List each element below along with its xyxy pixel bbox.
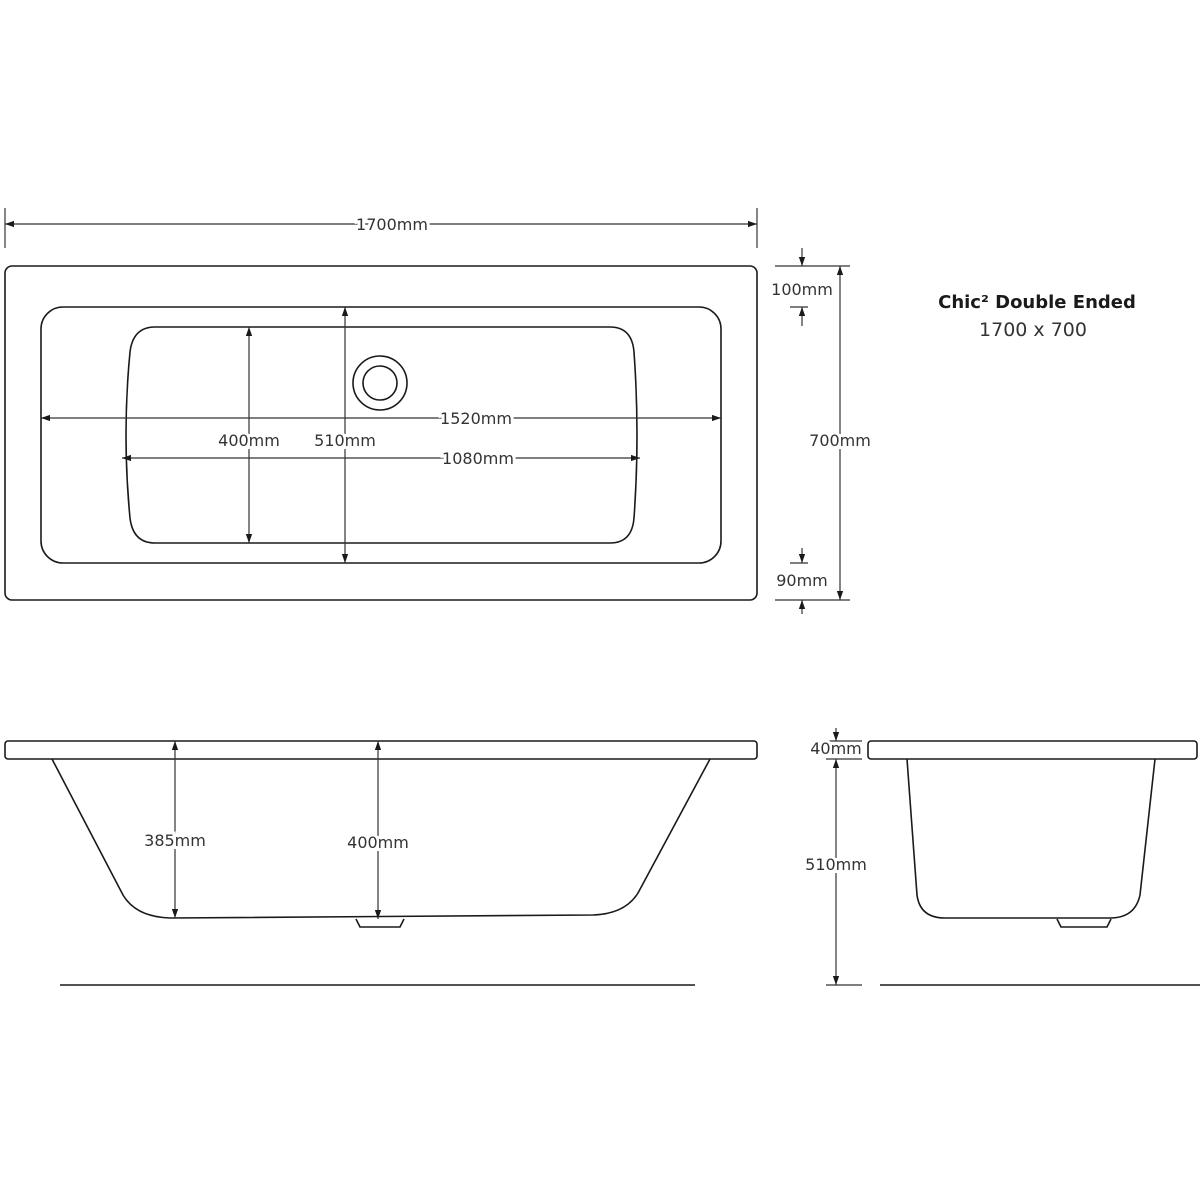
waste-inner bbox=[362, 365, 398, 401]
dim-bottom-rim: 90mm bbox=[776, 571, 828, 590]
side-view: 385mm 400mm bbox=[4, 740, 758, 986]
dim-inner-width: 510mm bbox=[314, 431, 376, 450]
dim-overall-height: 510mm bbox=[805, 855, 867, 874]
dim-base-length: 1080mm bbox=[442, 449, 514, 468]
dim-overall-length: 1700mm bbox=[356, 215, 428, 234]
dim-depth-waste: 400mm bbox=[347, 833, 409, 852]
waste-outer bbox=[352, 355, 408, 411]
bath-outer-rim bbox=[4, 265, 758, 601]
plan-view: 1700mm 1520mm 1080mm 400mm 510mm 700mm 1… bbox=[4, 208, 874, 614]
bath-base-outline bbox=[125, 326, 638, 544]
bath-inner-bowl bbox=[40, 306, 722, 564]
end-body bbox=[906, 758, 1156, 919]
dim-inner-length: 1520mm bbox=[440, 409, 512, 428]
end-view: 40mm 510mm bbox=[802, 728, 1200, 986]
product-name: Chic² Double Ended bbox=[938, 292, 1136, 313]
dim-base-width: 400mm bbox=[218, 431, 280, 450]
product-size: 1700 x 700 bbox=[979, 319, 1087, 341]
dim-depth-end: 385mm bbox=[144, 831, 206, 850]
side-waste bbox=[355, 918, 405, 928]
side-body bbox=[51, 758, 711, 919]
end-rim bbox=[867, 740, 1198, 760]
dim-overall-width: 700mm bbox=[809, 431, 871, 450]
dim-top-rim: 100mm bbox=[771, 280, 833, 299]
end-waste bbox=[1056, 918, 1112, 928]
dim-rim-thickness: 40mm bbox=[810, 739, 862, 758]
side-rim bbox=[4, 740, 758, 760]
title-block: Chic² Double Ended 1700 x 700 bbox=[938, 292, 1136, 341]
